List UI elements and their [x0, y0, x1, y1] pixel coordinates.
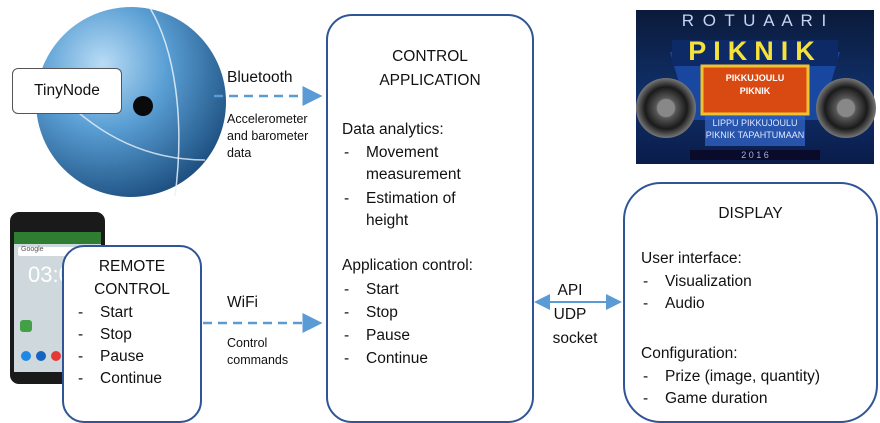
- control-app-title-line1: CONTROL: [392, 48, 468, 65]
- display-title: DISPLAY: [718, 205, 783, 222]
- analytics-item: Movement measurement: [342, 142, 502, 186]
- ui-item-audio: Audio: [641, 293, 752, 315]
- wifi-label: WiFi: [227, 294, 258, 311]
- remote-control-title-line1: REMOTE: [98, 258, 166, 275]
- tinynode-label-box: [12, 68, 122, 114]
- application-control-list: Start Stop Pause Continue: [342, 278, 428, 370]
- remote-control-title-line2: CONTROL: [94, 281, 170, 298]
- bluetooth-sublabel: Accelerometer and barometer data: [227, 112, 309, 160]
- remote-control-list: Start Stop Pause Continue: [76, 302, 162, 390]
- application-control-heading: Application control:: [342, 257, 473, 274]
- analytics-list: Movement measurement Estimation of heigh…: [342, 142, 502, 232]
- remote-item-start: Start: [76, 302, 162, 324]
- user-interface-list: Visualization Audio: [641, 271, 752, 315]
- config-item-game-duration: Game duration: [641, 388, 820, 410]
- poster-top-text: R O T U A A R I: [681, 11, 829, 30]
- tinynode-label: TinyNode: [34, 82, 100, 99]
- poster-main-text: PIKNIK: [688, 36, 822, 66]
- analytics-heading: Data analytics:: [342, 121, 444, 138]
- remote-item-stop: Stop: [76, 324, 162, 346]
- remote-item-pause: Pause: [76, 346, 162, 368]
- poster-bottom-line2: PIKNIK TAPAHTUMAAN: [705, 130, 805, 140]
- api-label: API: [557, 282, 583, 299]
- wifi-sublabel: Control commands: [227, 336, 289, 367]
- configuration-heading: Configuration:: [641, 345, 738, 362]
- phone-search-text: Google: [21, 246, 44, 253]
- control-item-stop: Stop: [342, 301, 428, 324]
- control-app-title-line2: APPLICATION: [379, 72, 481, 89]
- bluetooth-label: Bluetooth: [227, 69, 293, 86]
- analytics-item: Estimation of height: [342, 188, 502, 232]
- poster-inner-line2: PIKNIK: [739, 86, 771, 96]
- tinynode-sphere-image: [36, 7, 226, 197]
- poster-year: 2 0 1 6: [741, 150, 769, 160]
- poster-bottom-line1: LIPPU PIKKUJOULU: [712, 118, 798, 128]
- udp-label: UDP: [553, 306, 587, 323]
- remote-item-continue: Continue: [76, 368, 162, 390]
- socket-label: socket: [552, 330, 598, 347]
- user-interface-heading: User interface:: [641, 250, 742, 267]
- control-item-start: Start: [342, 278, 428, 301]
- ui-item-visualization: Visualization: [641, 271, 752, 293]
- configuration-list: Prize (image, quantity) Game duration: [641, 366, 820, 410]
- poster-inner-line1: PIKKUJOULU: [725, 73, 785, 83]
- control-item-pause: Pause: [342, 324, 428, 347]
- control-item-continue: Continue: [342, 347, 428, 370]
- poster-image: [636, 10, 876, 164]
- config-item-prize: Prize (image, quantity): [641, 366, 820, 388]
